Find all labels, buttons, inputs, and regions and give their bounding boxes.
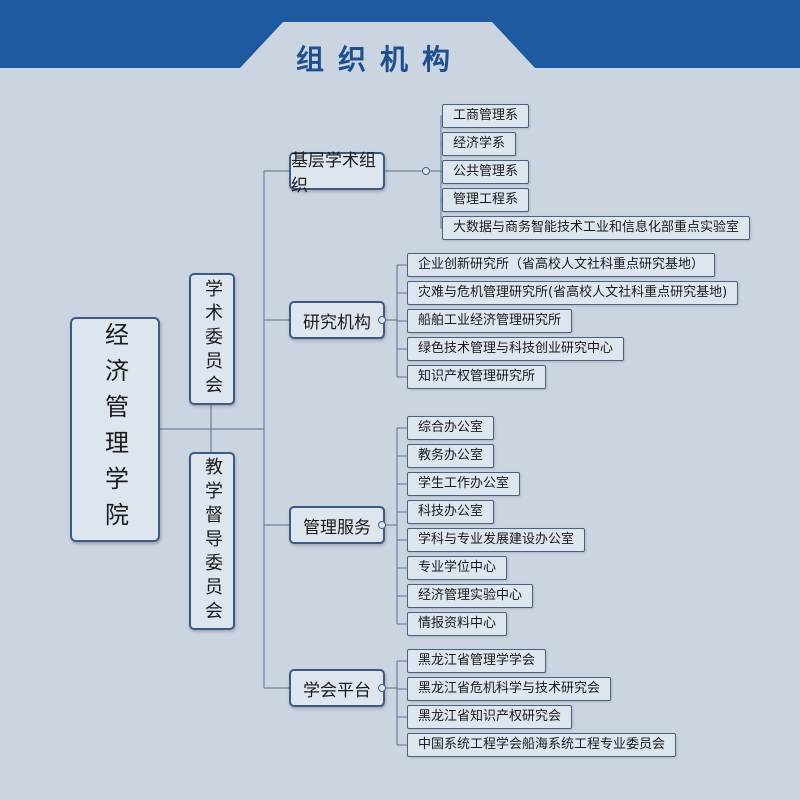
leaf-economics: 经济学系 bbox=[442, 132, 517, 156]
leaf-econ-lab: 经济管理实验中心 bbox=[407, 584, 534, 608]
leaf-general-office: 综合办公室 bbox=[407, 416, 495, 440]
leaf-info-center: 情报资料中心 bbox=[407, 612, 508, 636]
category-research-institutes: 研究机构 bbox=[289, 301, 385, 339]
leaf-green-tech: 绿色技术管理与科技创业研究中心 bbox=[407, 337, 625, 361]
leaf-business-admin: 工商管理系 bbox=[442, 104, 530, 128]
page-title: 组织机构 bbox=[295, 43, 464, 76]
category-grassroots-academic: 基层学术组织 bbox=[289, 151, 385, 196]
leaf-student-affairs: 学生工作办公室 bbox=[407, 472, 521, 496]
collapse-toggle-icon[interactable] bbox=[378, 521, 386, 529]
leaf-mgmt-society: 黑龙江省管理学学会 bbox=[407, 649, 547, 673]
collapse-toggle-icon[interactable] bbox=[422, 167, 430, 175]
leaf-degree-center: 专业学位中心 bbox=[407, 556, 508, 580]
leaf-discipline-dev: 学科与专业发展建设办公室 bbox=[407, 528, 586, 552]
category-society-platforms: 学会平台 bbox=[289, 669, 385, 707]
leaf-enterprise-innovation: 企业创新研究所（省高校人文社科重点研究基地） bbox=[407, 253, 716, 277]
leaf-public-admin: 公共管理系 bbox=[442, 160, 530, 184]
leaf-ip-society: 黑龙江省知识产权研究会 bbox=[407, 705, 573, 729]
committee-teaching-supervision: 教学督导委员会 bbox=[189, 452, 235, 630]
leaf-management-eng: 管理工程系 bbox=[442, 188, 530, 212]
leaf-sci-tech-office: 科技办公室 bbox=[407, 500, 495, 524]
root-node: 经济管理学院 bbox=[70, 317, 160, 542]
leaf-system-eng-committee: 中国系统工程学会船海系统工程专业委员会 bbox=[407, 733, 677, 757]
leaf-shipbuilding-econ: 船舶工业经济管理研究所 bbox=[407, 309, 573, 333]
leaf-academic-affairs: 教务办公室 bbox=[407, 444, 495, 468]
collapse-toggle-icon[interactable] bbox=[378, 316, 386, 324]
leaf-disaster-crisis: 灾难与危机管理研究所(省高校人文社科重点研究基地) bbox=[407, 281, 739, 305]
header-banner bbox=[0, 0, 800, 68]
leaf-bigdata-lab: 大数据与商务智能技术工业和信息化部重点实验室 bbox=[442, 216, 751, 240]
leaf-ip-management: 知识产权管理研究所 bbox=[407, 365, 547, 389]
committee-academic: 学术委员会 bbox=[189, 273, 235, 405]
collapse-toggle-icon[interactable] bbox=[378, 684, 386, 692]
category-management-services: 管理服务 bbox=[289, 506, 385, 544]
leaf-crisis-society: 黑龙江省危机科学与技术研究会 bbox=[407, 677, 612, 701]
